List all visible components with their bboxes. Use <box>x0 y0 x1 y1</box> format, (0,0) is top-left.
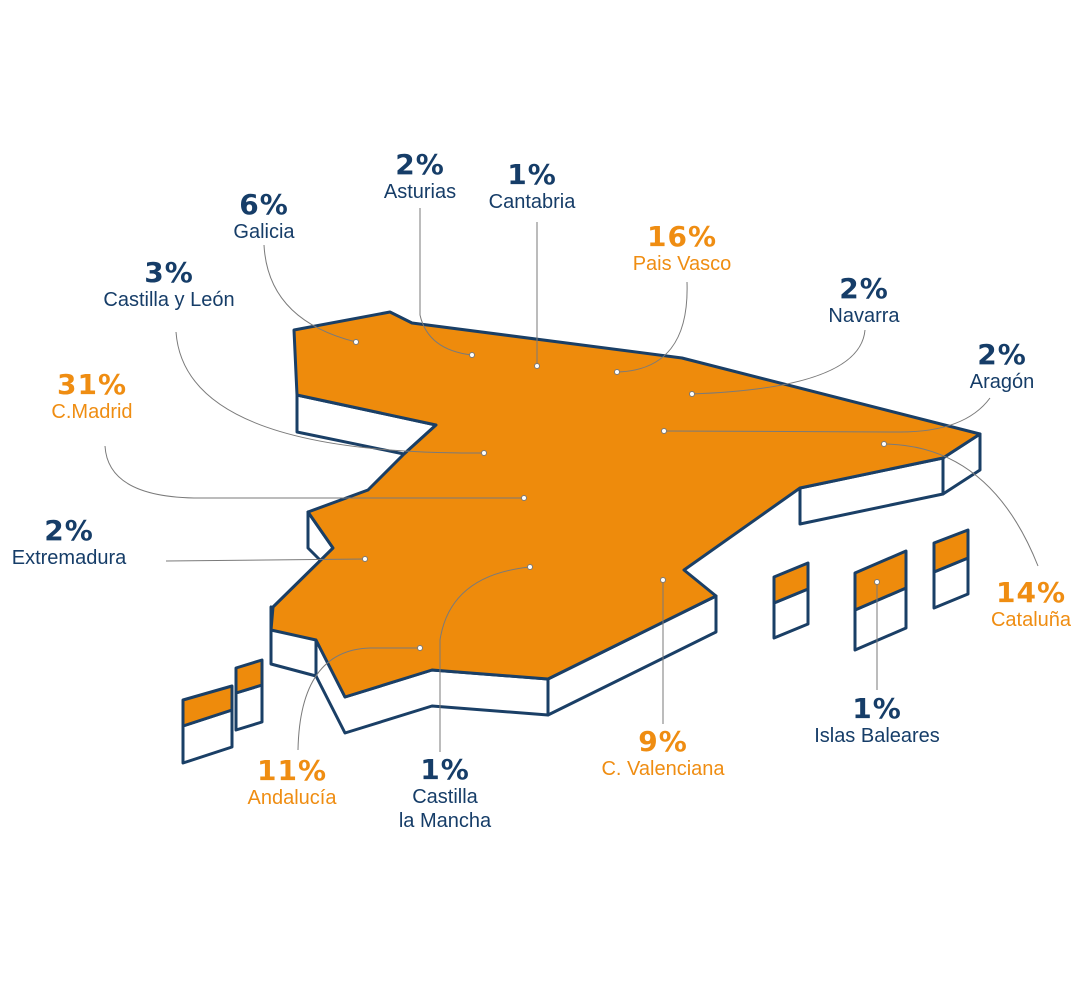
dot-extremadura <box>362 556 368 562</box>
label-pais-vasco: 16% Pais Vasco <box>612 222 752 276</box>
baleares-percentage: 1% <box>852 692 902 725</box>
dot-pais-vasco <box>614 369 620 375</box>
cataluna-percentage: 14% <box>995 576 1067 609</box>
cantabria-percentage: 1% <box>507 158 557 191</box>
label-baleares: 1% Islas Baleares <box>796 694 958 748</box>
island-canary-1-top <box>181 684 234 728</box>
navarra-name: Navarra <box>828 305 900 327</box>
castilla-la-mancha-percentage: 1% <box>420 753 470 786</box>
castilla-la-mancha-name-line1: Castilla <box>412 786 478 808</box>
castilla-y-leon-percentage: 3% <box>144 256 194 289</box>
madrid-name: C.Madrid <box>51 401 133 423</box>
leader-aragon <box>663 397 991 433</box>
aragon-percentage: 2% <box>977 338 1027 371</box>
leader-extremadura <box>165 558 366 562</box>
leader-asturias <box>419 208 473 356</box>
cantabria-name: Cantabria <box>488 191 576 213</box>
leader-navarra <box>691 329 866 395</box>
galicia-percentage: 6% <box>239 188 289 221</box>
pais-vasco-name: Pais Vasco <box>632 253 732 275</box>
label-galicia: 6% Galicia <box>204 190 324 244</box>
andalucia-percentage: 11% <box>256 754 328 787</box>
dot-madrid <box>521 495 527 501</box>
leader-galicia <box>263 244 357 343</box>
valenciana-percentage: 9% <box>638 725 688 758</box>
mainland-top <box>269 310 982 699</box>
dot-asturias <box>469 352 475 358</box>
island-mallorca-top <box>853 549 908 612</box>
aragon-name: Aragón <box>969 371 1035 393</box>
galicia-name: Galicia <box>233 221 295 243</box>
dot-andalucia <box>417 645 423 651</box>
leader-castilla-y-leon <box>175 331 485 454</box>
island-canary-2-top <box>234 658 264 695</box>
label-cantabria: 1% Cantabria <box>472 160 592 214</box>
label-castilla-y-leon: 3% Castilla y León <box>84 258 254 312</box>
leader-cataluna <box>883 443 1039 567</box>
leader-pais-vasco <box>616 281 688 373</box>
leader-andalucia <box>297 647 420 751</box>
valenciana-name: C. Valenciana <box>601 758 725 780</box>
dot-aragon <box>661 428 667 434</box>
andalucia-name: Andalucía <box>247 787 337 809</box>
castilla-la-mancha-name-line2: la Mancha <box>398 810 492 832</box>
castilla-y-leon-name: Castilla y León <box>103 289 235 311</box>
dot-valenciana <box>660 577 666 583</box>
asturias-percentage: 2% <box>395 148 445 181</box>
label-castilla-la-mancha: 1% Castilla la Mancha <box>380 755 510 833</box>
dot-cantabria <box>534 363 540 369</box>
madrid-percentage: 31% <box>56 368 128 401</box>
pais-vasco-percentage: 16% <box>646 220 718 253</box>
island-menorca-top <box>932 528 970 574</box>
leader-madrid <box>104 445 524 499</box>
dot-cataluna <box>881 441 887 447</box>
island-ibiza-top <box>772 561 810 605</box>
cataluna-name: Cataluña <box>990 609 1072 631</box>
label-extremadura: 2% Extremadura <box>0 516 138 570</box>
extremadura-percentage: 2% <box>44 514 94 547</box>
dot-navarra <box>689 391 695 397</box>
label-valenciana: 9% C. Valenciana <box>583 727 743 781</box>
label-cataluna: 14% Cataluña <box>972 578 1080 632</box>
dot-castilla-la-mancha <box>527 564 533 570</box>
label-madrid: 31% C.Madrid <box>32 370 152 424</box>
label-navarra: 2% Navarra <box>804 274 924 328</box>
dot-castilla-y-leon <box>481 450 487 456</box>
extremadura-name: Extremadura <box>11 547 127 569</box>
leader-castilla-la-mancha <box>439 566 531 752</box>
baleares-name: Islas Baleares <box>814 725 940 747</box>
navarra-percentage: 2% <box>839 272 889 305</box>
dot-baleares <box>874 579 880 585</box>
label-aragon: 2% Aragón <box>942 340 1062 394</box>
asturias-name: Asturias <box>383 181 457 203</box>
label-asturias: 2% Asturias <box>360 150 480 204</box>
dot-galicia <box>353 339 359 345</box>
label-andalucia: 11% Andalucía <box>232 756 352 810</box>
